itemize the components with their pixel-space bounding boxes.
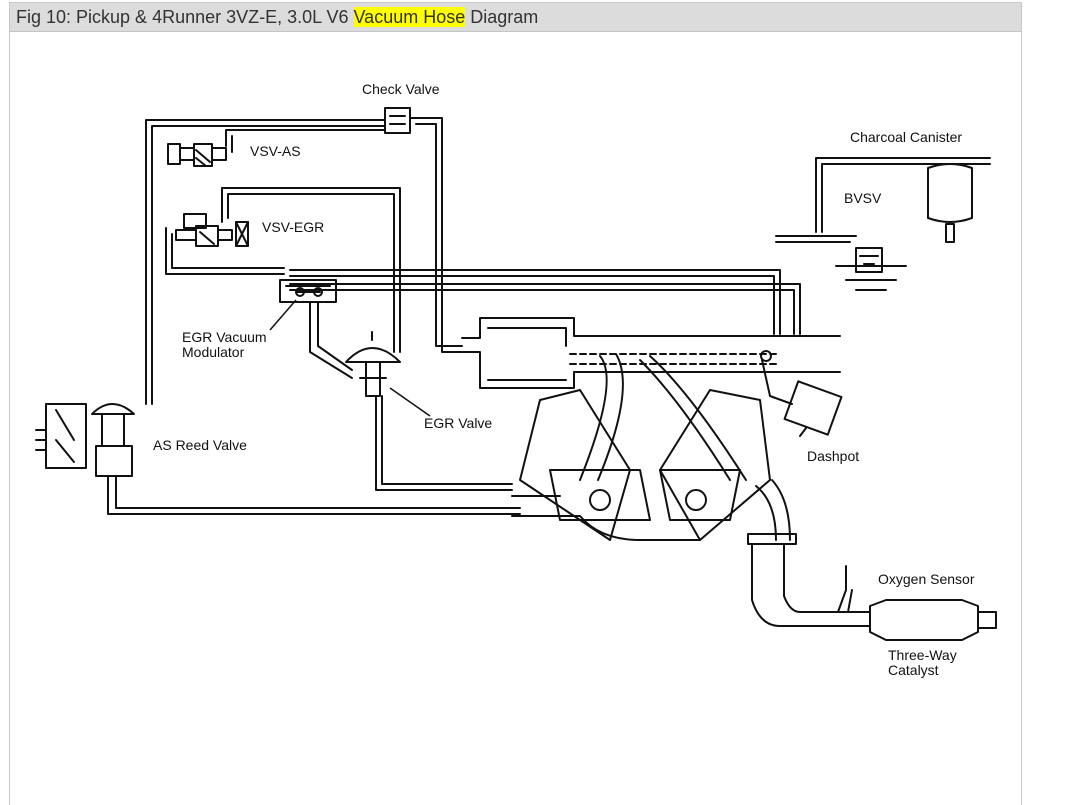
label-oxygen-sensor: Oxygen Sensor <box>878 571 975 587</box>
charcoal-canister <box>927 163 973 243</box>
label-vsv-egr: VSV-EGR <box>262 219 324 235</box>
label-egr-vacuum-modulator-1: EGR Vacuum <box>182 329 267 345</box>
exhaust-system <box>747 479 997 641</box>
engine-block <box>511 389 771 541</box>
check-valve <box>384 107 411 134</box>
egr-vacuum-modulator <box>279 279 337 303</box>
title-suffix: Diagram <box>465 7 539 27</box>
as-reed-valve <box>35 403 135 477</box>
leader-lines <box>269 299 431 417</box>
label-three-way-catalyst-2: Catalyst <box>888 662 939 678</box>
vacuum-hoses <box>107 117 991 515</box>
vsv-as <box>167 143 227 167</box>
label-charcoal-canister: Charcoal Canister <box>850 129 962 145</box>
figure-title: Fig 10: Pickup & 4Runner 3VZ-E, 3.0L V6 … <box>10 3 1021 32</box>
bvsv <box>835 247 907 291</box>
figure-frame: Fig 10: Pickup & 4Runner 3VZ-E, 3.0L V6 … <box>9 2 1022 805</box>
label-vsv-as: VSV-AS <box>250 143 301 159</box>
label-bvsv: BVSV <box>844 190 882 206</box>
vsv-egr <box>175 213 249 247</box>
intake-manifold <box>461 317 841 481</box>
label-egr-valve: EGR Valve <box>424 415 492 431</box>
egr-valve <box>345 331 401 397</box>
title-highlight: Vacuum Hose <box>353 7 466 27</box>
label-as-reed-valve: AS Reed Valve <box>153 437 247 453</box>
title-prefix: Fig 10: Pickup & 4Runner 3VZ-E, 3.0L V6 <box>16 7 354 27</box>
label-check-valve: Check Valve <box>362 81 440 97</box>
label-three-way-catalyst-1: Three-Way <box>888 647 957 663</box>
dashpot <box>760 350 843 437</box>
label-dashpot: Dashpot <box>807 448 859 464</box>
label-egr-vacuum-modulator-2: Modulator <box>182 344 245 360</box>
